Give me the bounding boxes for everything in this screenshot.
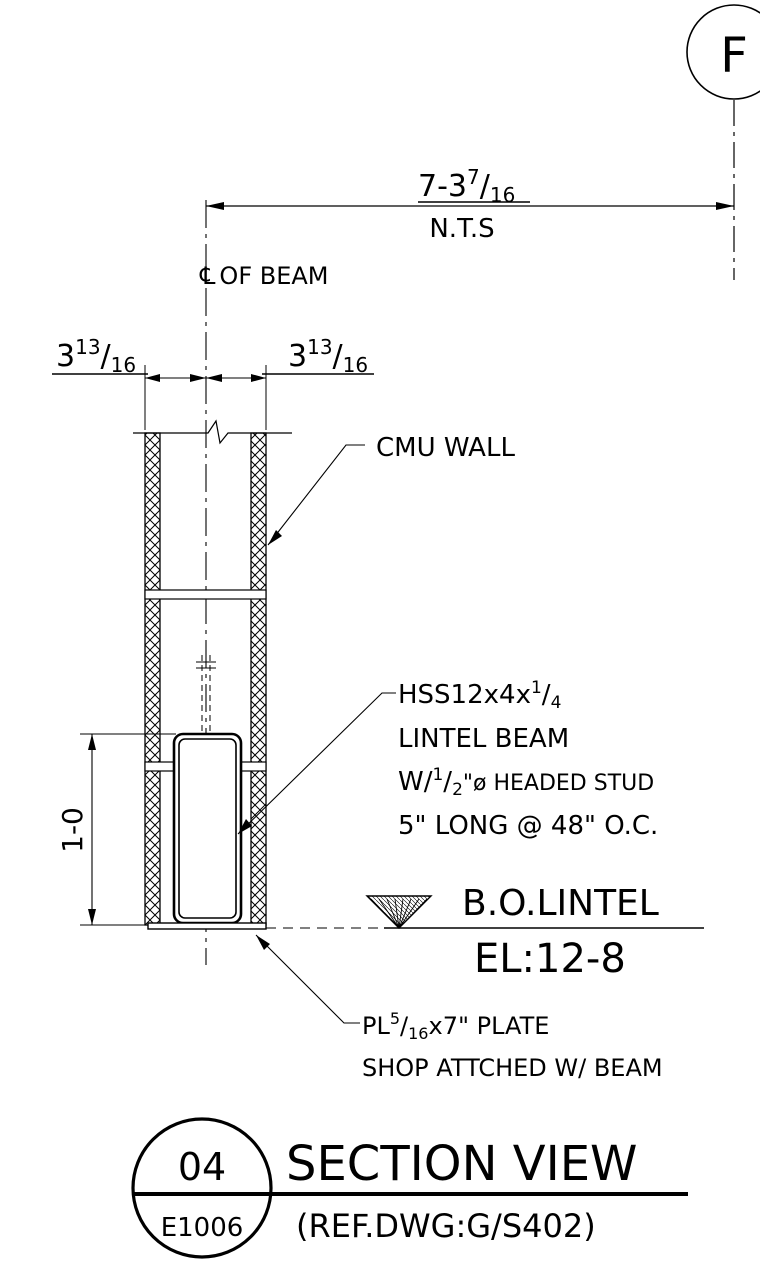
break-line-path — [133, 419, 292, 445]
grid-bubble-circle — [686, 4, 760, 100]
plate-line-2: SHOP ATTCHED W/ BEAM — [362, 1054, 663, 1082]
wall-dim-arrow-2 — [206, 374, 222, 382]
cmu-label: CMU WALL — [376, 433, 515, 463]
title-sheet: E1006 — [161, 1213, 244, 1243]
elevation-triangle — [365, 895, 433, 929]
headed-stud — [196, 655, 216, 734]
wall-dim-arrow-3 — [145, 374, 160, 382]
lintel-line-3: W/1/2"ø HEADED STUD — [398, 765, 654, 800]
lintel-leader-arrow — [238, 819, 252, 834]
lintel-line-2: LINTEL BEAM — [398, 724, 569, 754]
grid-bubble-label: F — [720, 28, 748, 84]
break-line — [133, 419, 292, 445]
lintel-leader-line — [237, 692, 396, 835]
cmu-leader: CMU WALL — [267, 433, 515, 546]
steel-plate — [147, 922, 267, 930]
cmu-face-right — [250, 432, 267, 926]
title-block: 04 E1006 SECTION VIEW (REF.DWG:G/S402) — [131, 1117, 688, 1259]
hss-inner — [178, 738, 237, 919]
wall-dim-arrow-4 — [251, 374, 266, 382]
title-bubble — [131, 1117, 273, 1259]
mortar-joint-1 — [144, 589, 267, 600]
dim-right-value: 313/16 — [288, 335, 368, 377]
vdim-arrow-bottom — [88, 909, 96, 925]
top-dimension: 7-37/16 N.T.S — [206, 165, 734, 244]
lintel-line-4: 5" LONG @ 48" O.C. — [398, 811, 658, 841]
elevation-fan — [370, 898, 428, 929]
plate-note: PL5/16x7" PLATE SHOP ATTCHED W/ BEAM — [255, 934, 663, 1082]
top-dim-arrow-left — [206, 202, 224, 210]
elevation-value: EL:12-8 — [474, 936, 626, 982]
plate-leader-line — [255, 934, 360, 1024]
wall-dim-arrow-1 — [190, 374, 206, 382]
vdim-arrow-top — [88, 734, 96, 750]
wall-dimensions: 313/16 313/16 — [52, 335, 374, 430]
hss-outer — [172, 732, 243, 925]
top-dim-value: 7-37/16 — [418, 165, 515, 207]
top-dim-note: N.T.S — [429, 214, 494, 244]
vdim-value: 1-0 — [56, 807, 89, 853]
vertical-dimension: 1-0 — [56, 733, 176, 926]
title-number: 04 — [178, 1145, 226, 1189]
lintel-note: HSS12x4x1/4 LINTEL BEAM W/1/2"ø HEADED S… — [237, 678, 658, 841]
lintel-line-1: HSS12x4x1/4 — [398, 678, 561, 713]
plate-line-1: PL5/16x7" PLATE — [362, 1009, 549, 1043]
top-dim-arrow-right — [716, 202, 734, 210]
grid-bubble: F — [686, 4, 760, 280]
centerline-label: ℄OF BEAM — [199, 262, 329, 290]
elevation-marker: B.O.LINTEL EL:12-8 — [266, 883, 704, 982]
title-reference: (REF.DWG:G/S402) — [296, 1207, 596, 1245]
plate-rect — [147, 922, 267, 930]
cmu-face-left — [144, 432, 161, 926]
title-text: SECTION VIEW — [286, 1136, 638, 1192]
elevation-name: B.O.LINTEL — [462, 883, 659, 924]
plate-leader-arrow — [256, 935, 270, 950]
hss-lintel-beam — [172, 732, 243, 925]
cmu-leader-arrow — [268, 530, 282, 545]
cmu-leader-line — [267, 444, 365, 546]
dim-left-value: 313/16 — [56, 335, 136, 377]
